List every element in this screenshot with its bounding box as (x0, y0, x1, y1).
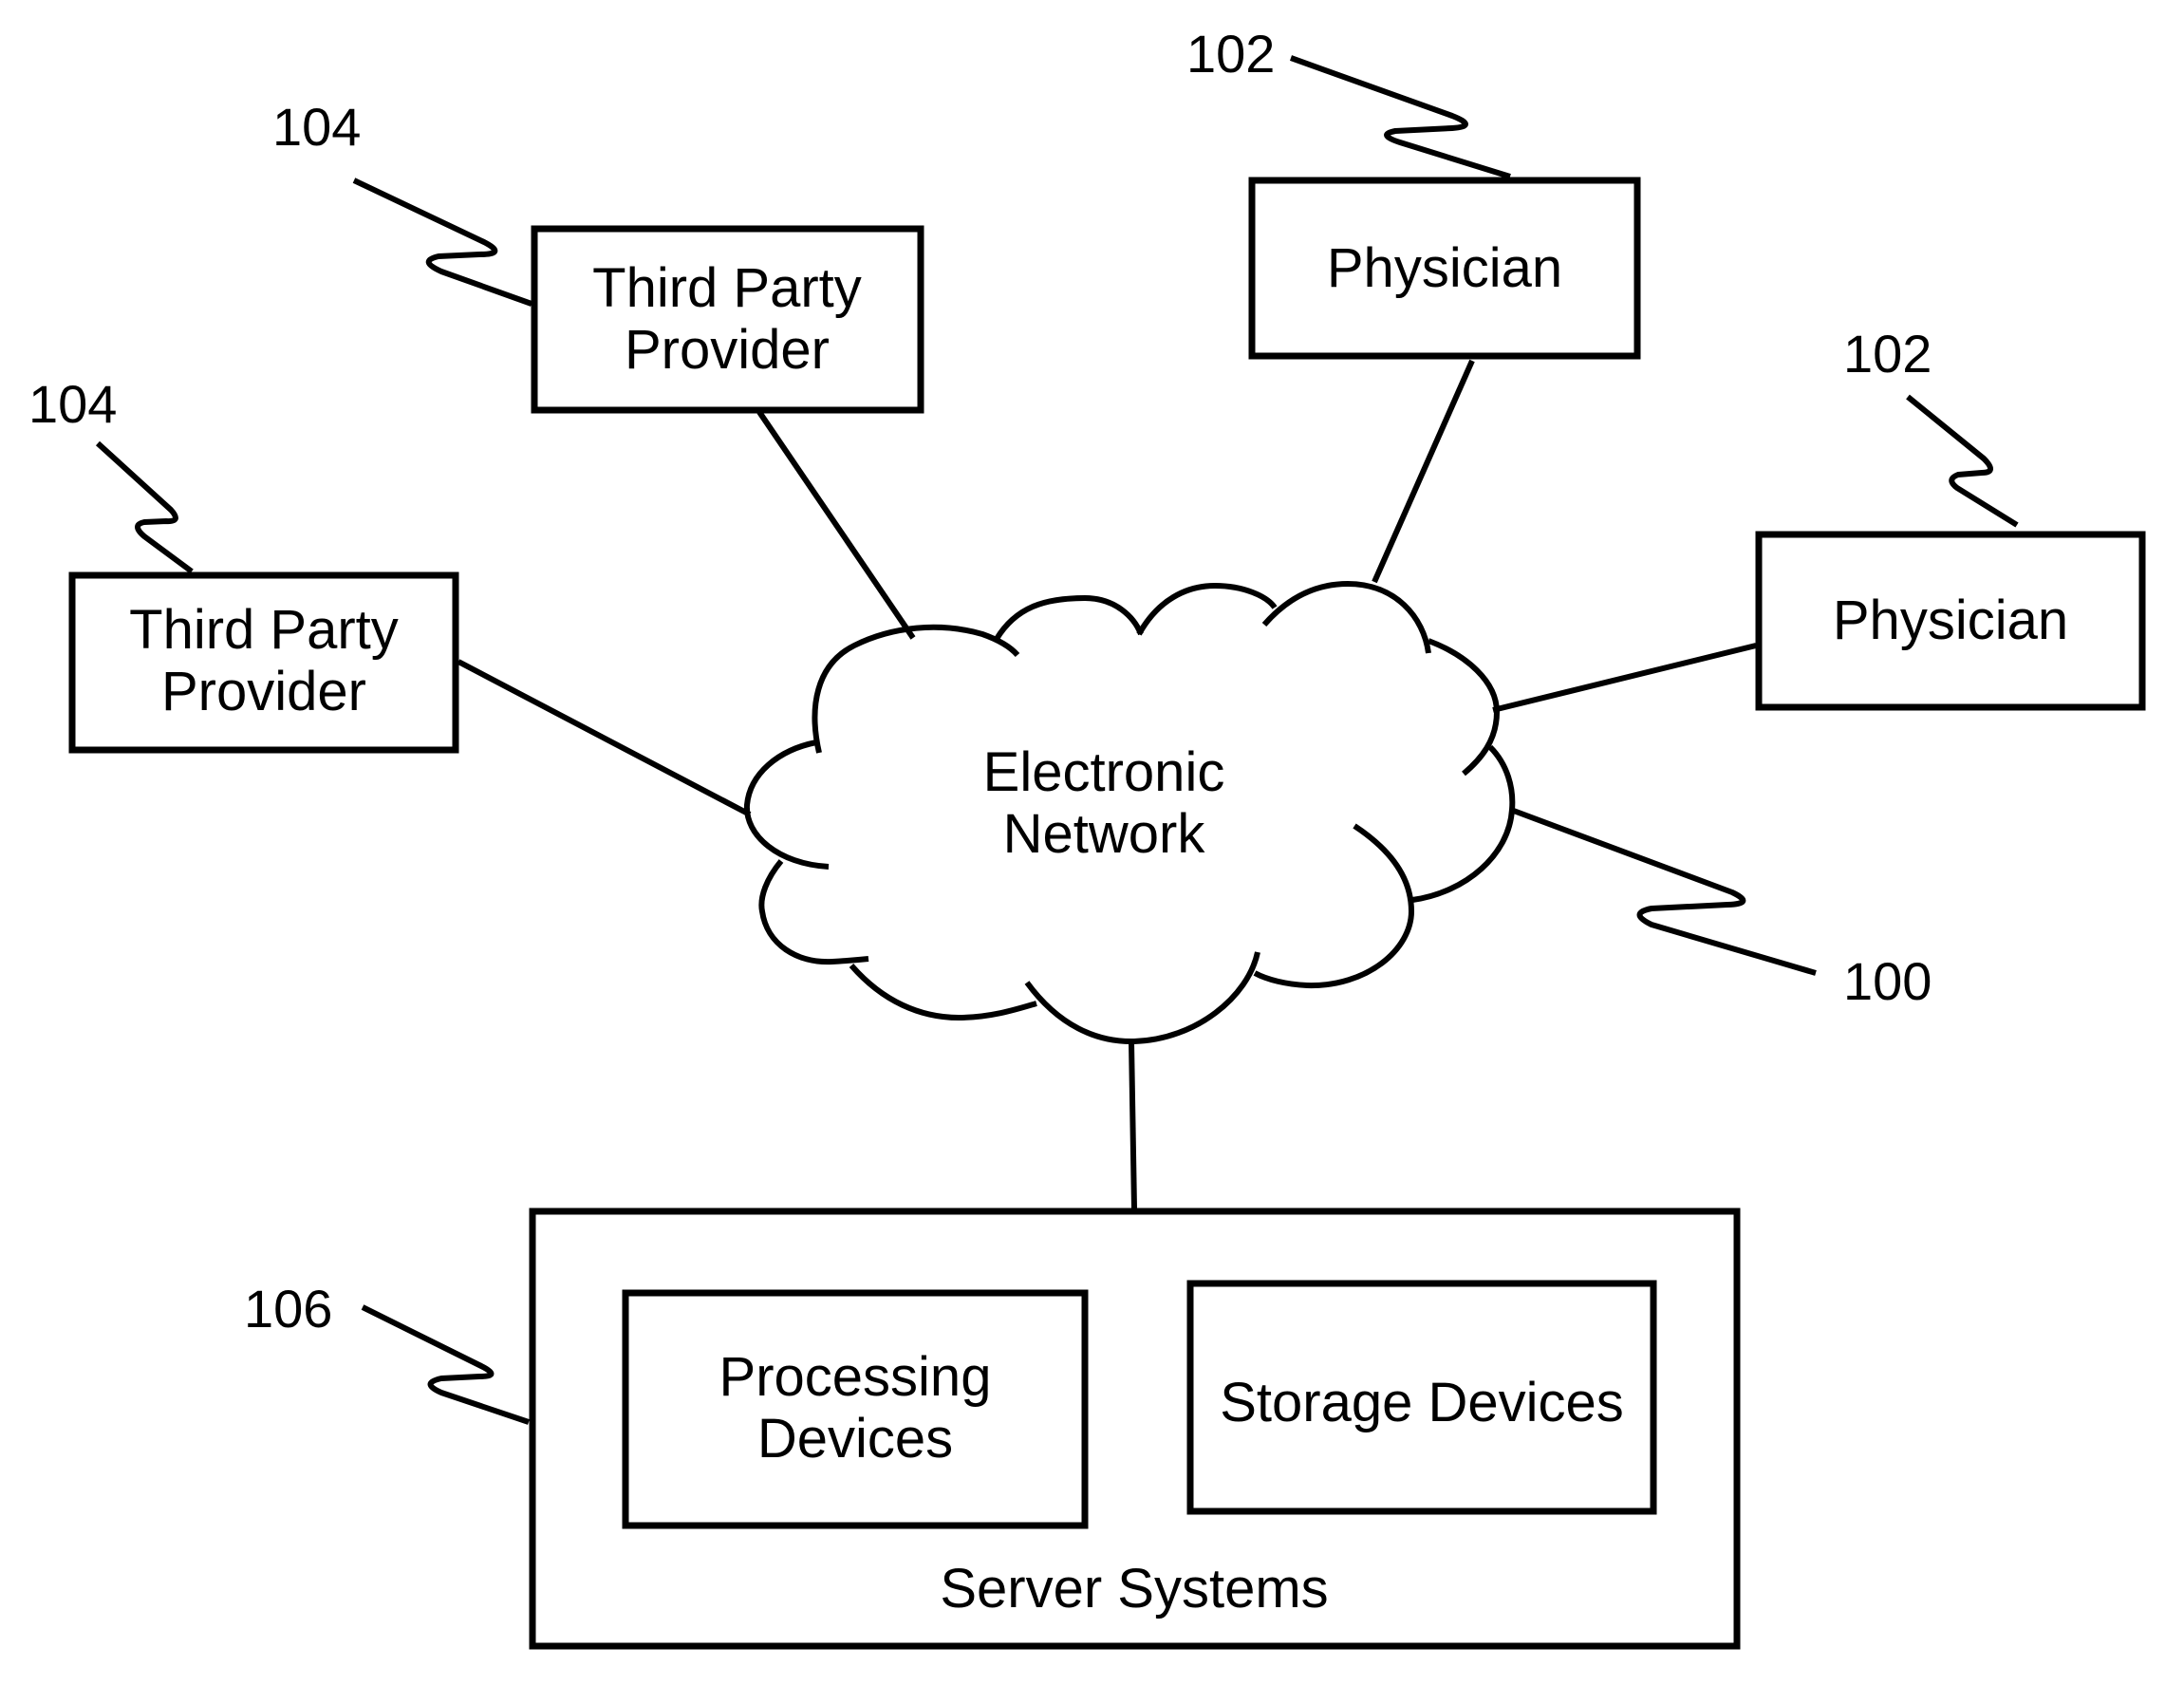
leader-line-network (1511, 810, 1816, 973)
processing-devices-label-line-2: Devices (757, 1408, 953, 1470)
cloud-arc (1027, 952, 1258, 1041)
cloud-arc (997, 598, 1141, 639)
physician-label: Physician (1327, 237, 1562, 299)
physician-node-right: Physician (1759, 534, 2142, 707)
physician-label: Physician (1833, 590, 2068, 651)
leader-line-provider-left (98, 443, 192, 571)
connector-provider-left-to-network (458, 662, 750, 815)
server-systems-label: Server Systems (940, 1558, 1328, 1620)
server-systems-node: Processing Devices Storage Devices Serve… (532, 1211, 1737, 1646)
ref-numeral-server: 106 (244, 1279, 332, 1339)
cloud-arc (1412, 747, 1512, 900)
connector-physician-right-to-network (1493, 646, 1756, 710)
provider-node-top: Third Party Provider (534, 229, 921, 410)
storage-devices-label: Storage Devices (1220, 1372, 1624, 1433)
ref-numeral-physician-right: 102 (1843, 324, 1932, 384)
leader-line-physician-right (1908, 397, 2017, 525)
network-label-line-1: Electronic (983, 741, 1225, 803)
cloud-arc (747, 742, 829, 867)
provider-label-line-2: Provider (625, 319, 830, 381)
leader-line-physician-top (1291, 58, 1510, 177)
leader-line-provider-top (354, 180, 532, 304)
cloud-arc (1264, 584, 1428, 653)
processing-devices-label-line-1: Processing (719, 1346, 992, 1408)
connector-provider-top-to-network (759, 412, 913, 638)
connector-network-to-server (1131, 1042, 1134, 1208)
cloud-arc (814, 627, 1017, 753)
physician-node-top: Physician (1252, 180, 1637, 356)
ref-numeral-provider-top: 104 (272, 97, 361, 157)
leader-line-server (363, 1307, 529, 1422)
cloud-arc (761, 861, 868, 962)
cloud-arc (851, 965, 1036, 1018)
network-cloud: Electronic Network (747, 584, 1512, 1041)
ref-numeral-provider-left: 104 (28, 374, 117, 434)
ref-numeral-physician-top: 102 (1186, 24, 1275, 84)
cloud-arc (1139, 586, 1275, 634)
connector-physician-top-to-network (1374, 361, 1472, 582)
provider-label-line-1: Third Party (592, 257, 862, 319)
cloud-arc (1255, 826, 1411, 985)
ref-numeral-network: 100 (1843, 951, 1932, 1011)
network-label-line-2: Network (1003, 803, 1206, 865)
provider-label-line-1: Third Party (129, 599, 399, 661)
provider-node-left: Third Party Provider (72, 575, 456, 750)
cloud-arc (1428, 641, 1497, 774)
provider-label-line-2: Provider (161, 661, 366, 722)
